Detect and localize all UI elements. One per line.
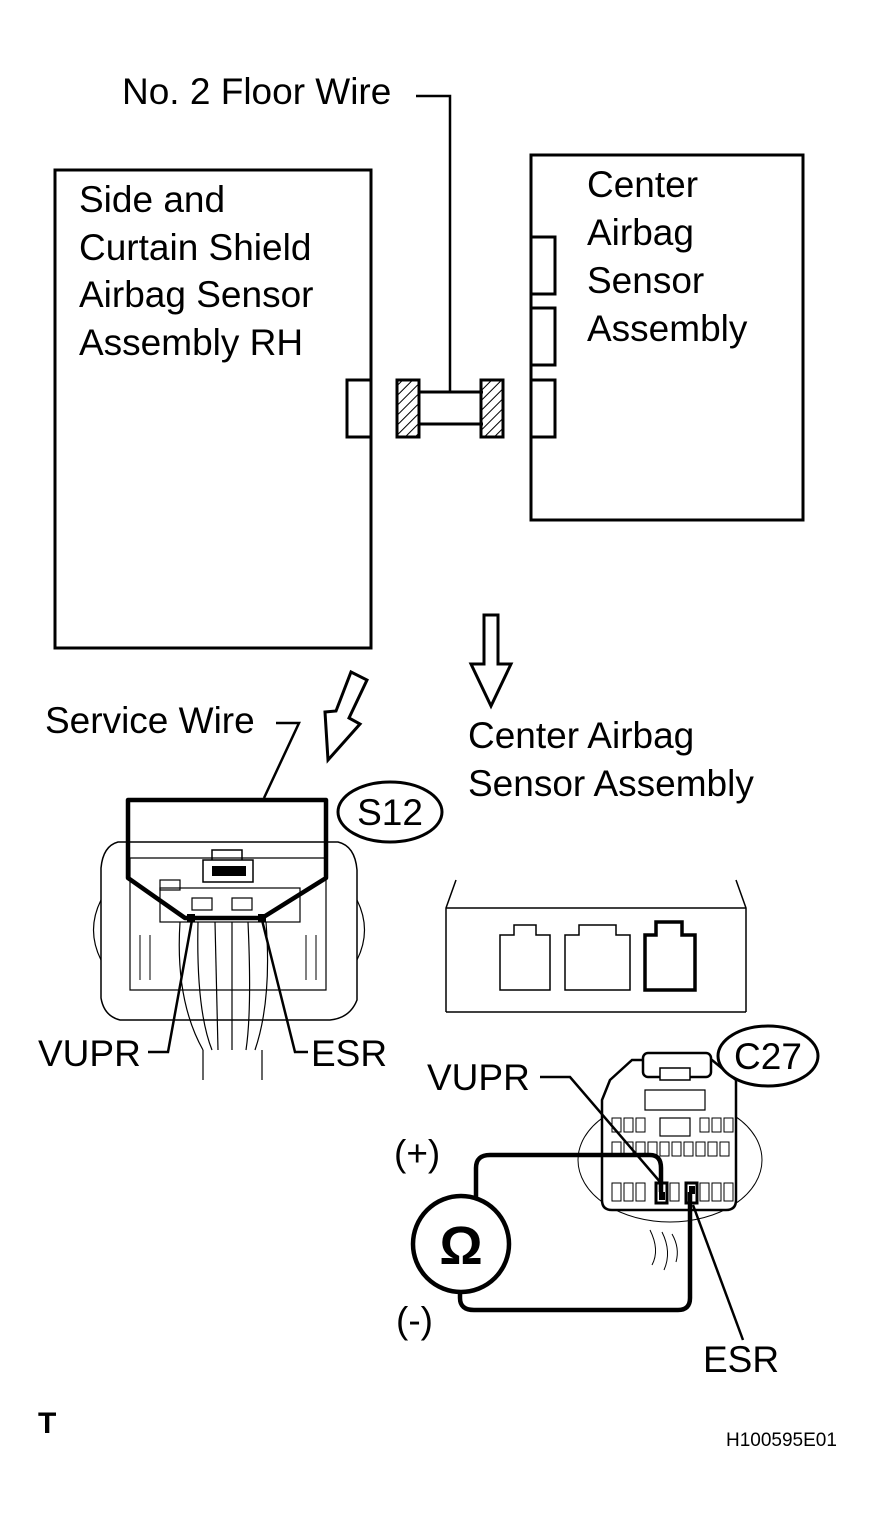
- ohmmeter-icon: Ω: [410, 1193, 512, 1295]
- s12-badge: [336, 780, 444, 844]
- vupr-left-label: VUPR: [38, 1033, 141, 1074]
- esr-right-leader: [691, 1204, 745, 1341]
- side-sensor-label-4: Assembly RH: [79, 322, 303, 363]
- diagonal-arrow-icon: [323, 669, 369, 764]
- plus-label: (+): [394, 1133, 440, 1174]
- center-sensor-label-2: Airbag: [587, 212, 694, 253]
- vupr-right-label: VUPR: [427, 1057, 530, 1098]
- negative-lead: [457, 1192, 693, 1313]
- center-sensor-box: [529, 153, 805, 522]
- c27-connector: [577, 1051, 763, 1271]
- center-view-label-2: Sensor Assembly: [468, 763, 754, 804]
- side-sensor-connector: [345, 378, 373, 439]
- vupr-left-leader: [148, 919, 194, 1054]
- s12-connector: [92, 797, 366, 1080]
- center-connector-1: [529, 235, 557, 296]
- minus-label: (-): [396, 1300, 433, 1341]
- esr-left-leader: [260, 919, 308, 1054]
- service-wire-leader: [262, 721, 301, 799]
- center-connector-2: [529, 306, 557, 367]
- ohm-symbol: Ω: [439, 1216, 482, 1276]
- footer-left: T: [38, 1407, 56, 1440]
- esr-right-label: ESR: [703, 1339, 779, 1380]
- floor-wire-plug-left: [395, 378, 421, 439]
- vupr-right-leader: [540, 1075, 662, 1184]
- s12-label: S12: [357, 792, 423, 833]
- floor-wire-label: No. 2 Floor Wire: [122, 71, 391, 112]
- floor-wire-plug-right: [479, 378, 505, 439]
- center-sensor-label-1: Center: [587, 164, 698, 205]
- center-sensor-label-4: Assembly: [587, 308, 748, 349]
- footer-right: H100595E01: [726, 1430, 837, 1451]
- c27-label: C27: [734, 1036, 802, 1077]
- service-wire-loop: [125, 797, 329, 921]
- center-connector-3: [529, 378, 557, 439]
- center-sensor-illustration: [445, 879, 747, 1013]
- c27-badge: [716, 1024, 820, 1088]
- side-sensor-label-3: Airbag Sensor: [79, 274, 313, 315]
- side-sensor-label-1: Side and: [79, 179, 225, 220]
- positive-lead: [473, 1152, 664, 1220]
- down-arrow-icon: [468, 613, 514, 710]
- esr-left-label: ESR: [311, 1033, 387, 1074]
- center-sensor-label-3: Sensor: [587, 260, 704, 301]
- side-curtain-sensor-box: [53, 168, 373, 650]
- center-view-label-1: Center Airbag: [468, 715, 694, 756]
- service-wire-label: Service Wire: [45, 700, 255, 741]
- floor-wire-harness: [395, 94, 505, 439]
- side-sensor-label-2: Curtain Shield: [79, 227, 311, 268]
